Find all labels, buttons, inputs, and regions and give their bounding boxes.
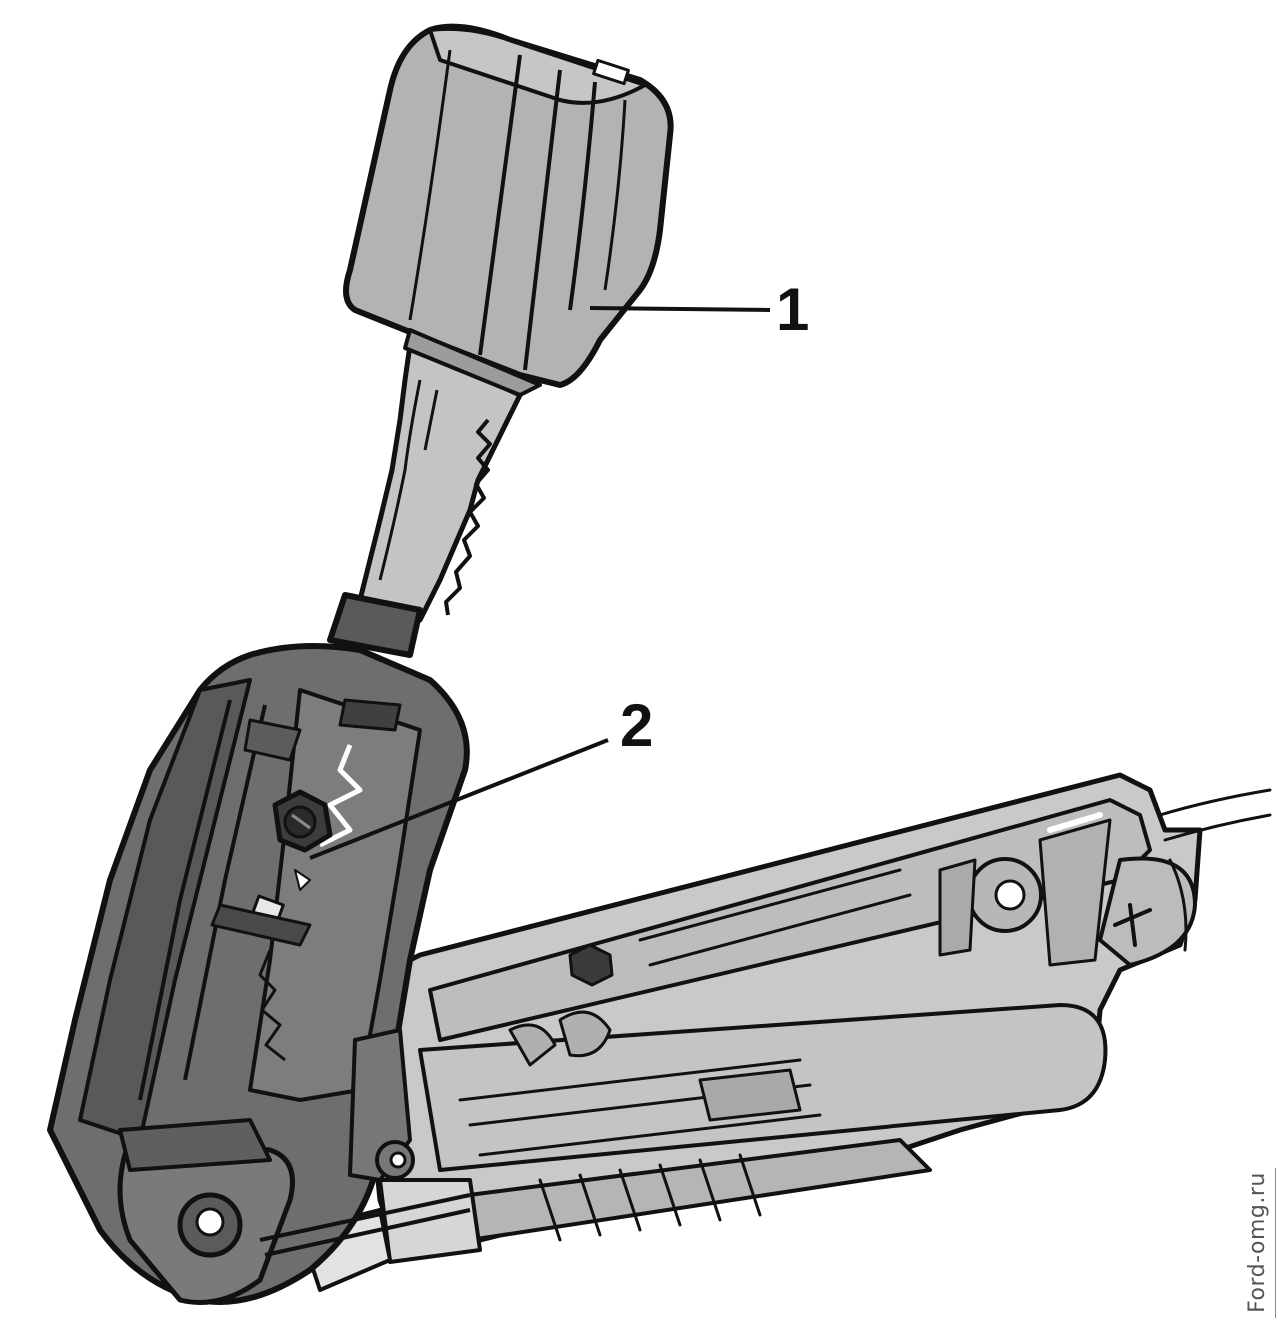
key-head: [343, 23, 674, 397]
watermark: Ford-omg.ru: [1240, 1162, 1274, 1322]
callout-leader-2: [309, 738, 609, 860]
watermark-rule: [1275, 1168, 1276, 1318]
callout-label-2: 2: [620, 692, 653, 759]
retaining-bolt: [272, 789, 333, 853]
watermark-text: Ford-omg.ru: [1244, 1171, 1270, 1313]
lock-cylinder-housing: [47, 592, 471, 1305]
callout-label-1: 1: [776, 276, 809, 343]
callout-leader-1: [589, 306, 771, 312]
steering-column-housing: [298, 772, 1272, 1292]
